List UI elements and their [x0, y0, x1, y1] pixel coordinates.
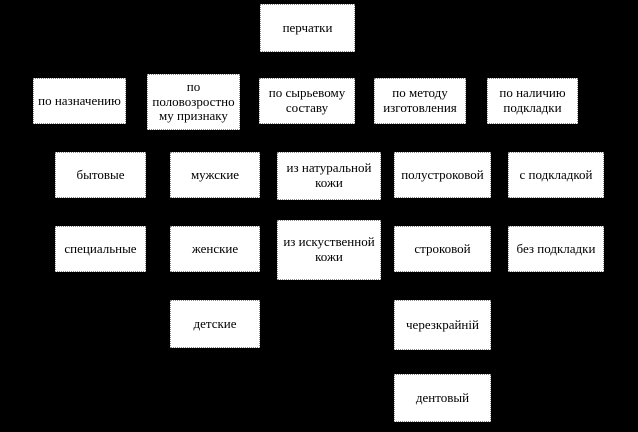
- diagram-node: без подкладки: [508, 226, 604, 272]
- diagram-node: мужские: [170, 152, 260, 198]
- diagram-node: дентовый: [394, 374, 491, 422]
- diagram-node: по назначению: [33, 78, 126, 124]
- diagram-node: по наличию подкладки: [487, 78, 578, 124]
- diagram-node: из натуральной кожи: [277, 152, 381, 200]
- diagram-node: черезкрайній: [394, 300, 491, 350]
- diagram-node: бытовые: [55, 152, 146, 198]
- diagram-node: детские: [170, 300, 260, 348]
- diagram-node: специальные: [55, 226, 146, 272]
- diagram-node: по методу изготовления: [374, 78, 466, 124]
- diagram-node: перчатки: [260, 4, 355, 52]
- diagram-node: с подкладкой: [508, 152, 604, 198]
- diagram-node: строковой: [394, 226, 491, 272]
- diagram-node: по половозростно му признаку: [147, 74, 240, 130]
- diagram-node: женские: [170, 226, 260, 272]
- diagram-node: полустроковой: [394, 152, 491, 198]
- diagram-node: из искуственной кожи: [277, 220, 381, 280]
- diagram-node: по сырьевому составу: [259, 78, 355, 124]
